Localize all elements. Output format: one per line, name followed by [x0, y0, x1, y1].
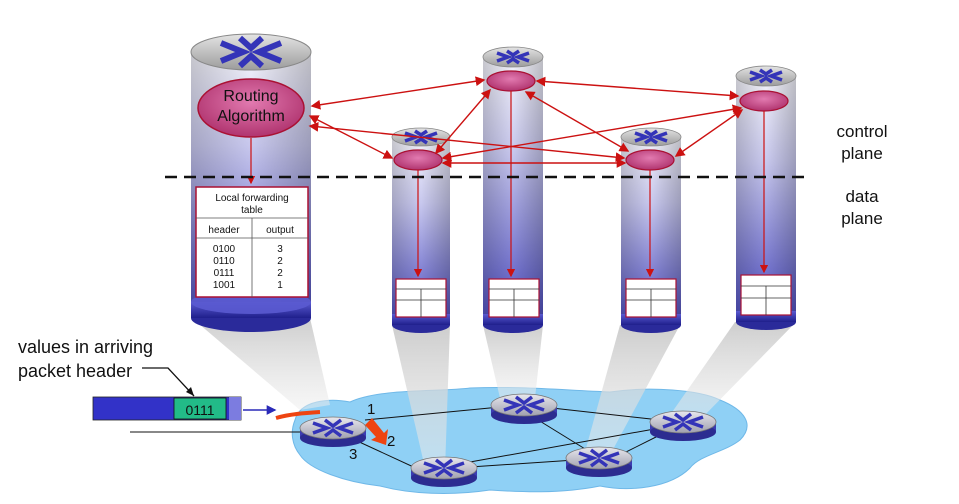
- table-row: 0110 2: [213, 256, 283, 267]
- control-agent-oval: [486, 70, 536, 92]
- router-cross-icon: [662, 412, 704, 432]
- data-plane-label-line2: plane: [841, 209, 883, 228]
- data-plane-label-line1: data: [845, 187, 879, 206]
- forwarding-table-title-line1: Local forwarding: [215, 193, 288, 204]
- router-cross-icon: [503, 395, 545, 415]
- packet-header-field: [173, 397, 227, 420]
- table-cell-header: 1001: [213, 280, 236, 291]
- outgoing-forward-arrow: [365, 418, 388, 445]
- router-cross-icon: [749, 68, 783, 84]
- arriving-label-line1: values in arriving: [18, 337, 153, 357]
- table-cell-output: 3: [277, 244, 283, 255]
- control-agent-oval: [625, 149, 675, 171]
- routing-algorithm-oval: [197, 78, 305, 138]
- table-cell-header: 0110: [213, 256, 235, 267]
- table-cell-header: 0100: [213, 244, 236, 255]
- router-column-5: [735, 65, 797, 330]
- control-plane-messages: [308, 76, 744, 168]
- forwarding-table: Local forwarding table header output 010…: [195, 186, 309, 298]
- forwarding-table-title-line2: table: [241, 205, 263, 216]
- table-cell-output: 2: [277, 256, 283, 267]
- router-column-3: [482, 46, 544, 333]
- router-c: [410, 456, 478, 487]
- mini-forwarding-table: [395, 278, 447, 318]
- table-column-output: output: [266, 225, 294, 236]
- network-cloud: [291, 386, 748, 494]
- table-cell-output: 1: [277, 280, 283, 291]
- port-label-3: 3: [349, 446, 357, 463]
- router-a: [299, 416, 367, 447]
- mini-forwarding-table: [625, 278, 677, 318]
- table-row: 0100 3: [213, 244, 283, 255]
- routing-algorithm-label-line2: Algorithm: [217, 108, 285, 125]
- table-row: 0111 2: [214, 268, 284, 279]
- control-agent-oval: [739, 90, 789, 112]
- control-plane-label-line2: plane: [841, 144, 883, 163]
- routing-algorithm-label-line1: Routing: [223, 88, 278, 105]
- port-label-1: 1: [367, 401, 375, 418]
- router-cross-icon: [219, 35, 283, 69]
- router-column-2: [391, 127, 451, 333]
- label-pointer-line: [142, 367, 195, 397]
- projection-beams: [192, 318, 796, 470]
- router-column-4: [620, 127, 682, 333]
- mini-forwarding-table: [488, 278, 540, 318]
- arriving-label-line2: packet header: [18, 361, 132, 381]
- table-cell-output: 2: [277, 268, 283, 279]
- port-label-2: 2: [387, 433, 395, 450]
- router-d: [565, 446, 633, 477]
- control-agent-oval: [393, 149, 443, 171]
- table-cell-header: 0111: [214, 268, 235, 279]
- router-b: [490, 393, 558, 424]
- packet-header-value: 0111: [185, 402, 214, 418]
- table-column-header: header: [208, 225, 240, 236]
- router-cross-icon: [578, 448, 620, 468]
- arriving-packet: 0111: [92, 396, 242, 421]
- control-plane-label-line1: control: [836, 122, 887, 141]
- mini-forwarding-table: [740, 274, 792, 316]
- router-cross-icon: [496, 49, 530, 65]
- incoming-forward-arrow: [275, 410, 321, 420]
- router-e: [649, 410, 717, 441]
- router-cross-icon: [312, 418, 354, 438]
- table-row: 1001 1: [213, 280, 283, 291]
- router-cross-icon: [423, 458, 465, 478]
